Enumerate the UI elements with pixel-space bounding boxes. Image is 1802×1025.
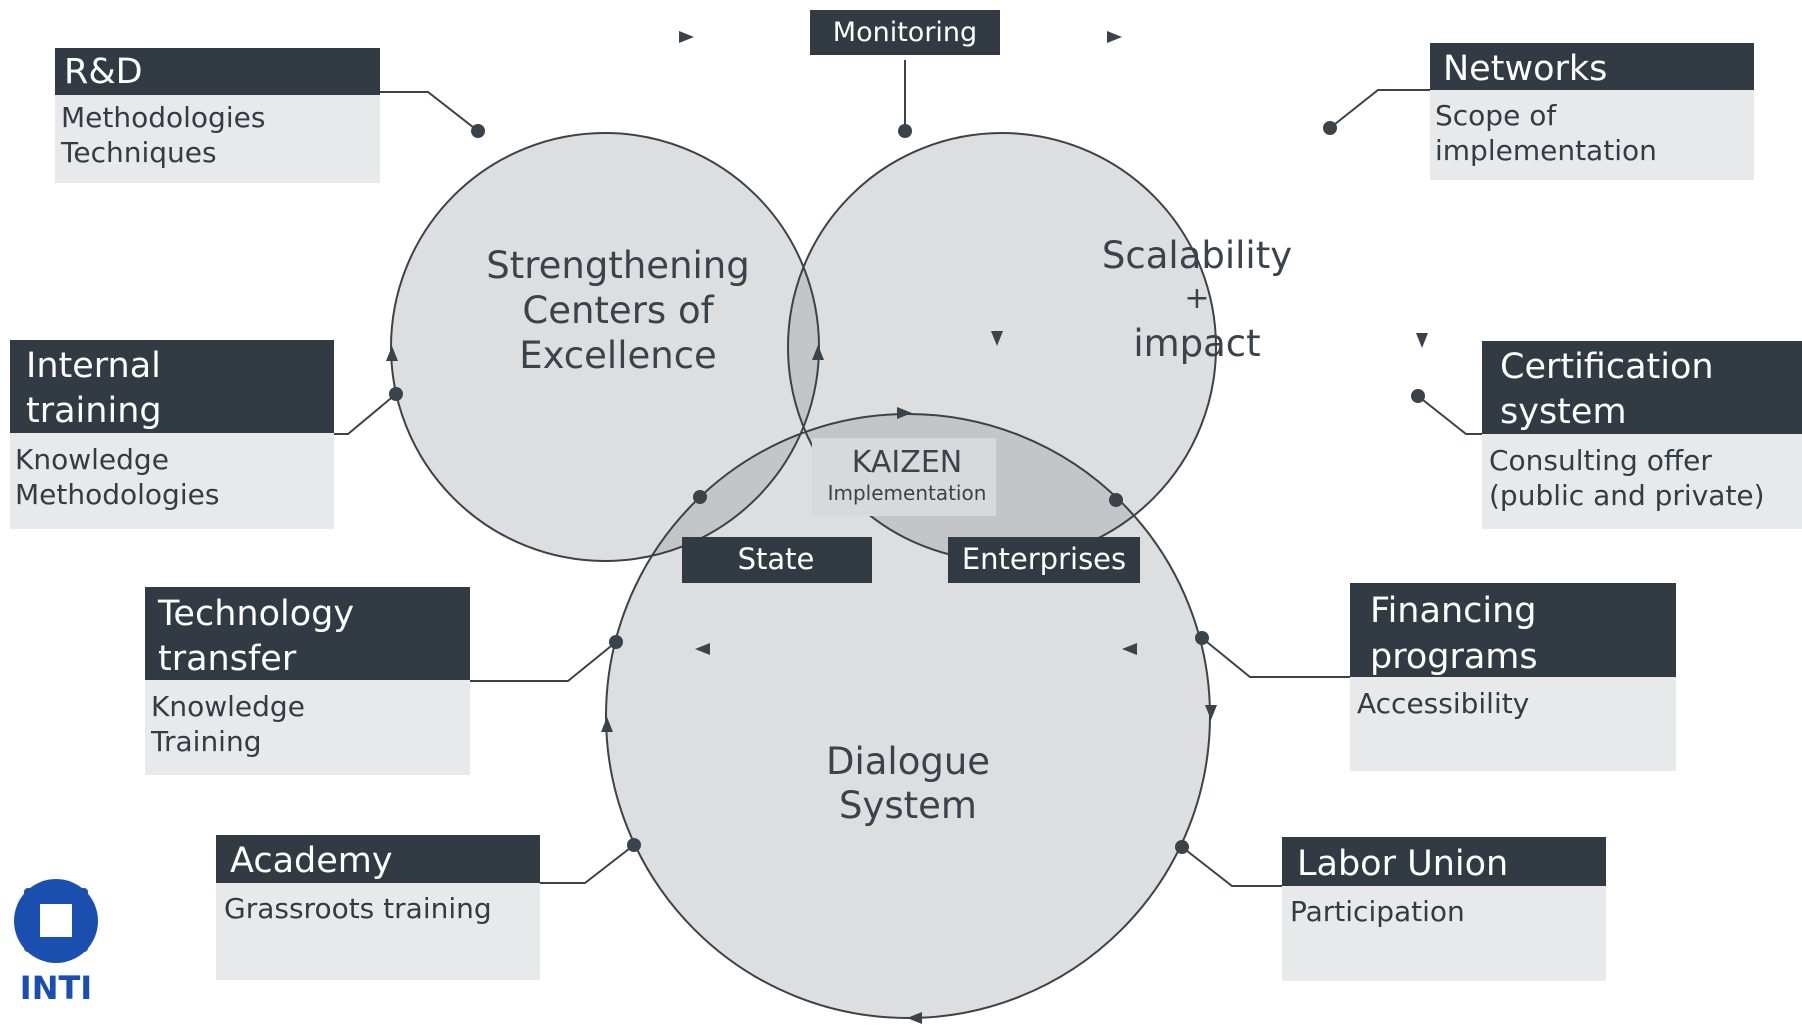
box-certification-system: Certification system Consulting offer (p… <box>1482 341 1802 529</box>
box-item: Participation <box>1290 895 1465 928</box>
connection-dot <box>609 635 623 649</box>
arrow-icon <box>601 717 613 732</box>
box-technology-transfer: Technology transfer Knowledge Training <box>145 587 470 775</box>
box-title: Academy <box>230 841 393 881</box>
box-internal-training: Internal training Knowledge Methodologie… <box>10 340 334 529</box>
box-item: Knowledge <box>151 690 305 723</box>
box-title: system <box>1500 392 1627 432</box>
arrow-icon <box>907 1012 922 1024</box>
box-title: training <box>26 391 162 431</box>
connection-dot <box>389 387 403 401</box>
arrow-icon <box>812 345 824 360</box>
connection-dot <box>1195 631 1209 645</box>
inti-logo: INTI <box>14 879 98 1007</box>
box-title: R&D <box>64 52 143 92</box>
connection-dot <box>1323 121 1337 135</box>
state-label: State <box>682 537 872 583</box>
kaizen-center: KAIZEN Implementation <box>812 438 996 516</box>
box-labor-union: Labor Union Participation <box>1282 837 1606 981</box>
circle-centers-of-excellence <box>391 133 819 561</box>
arrow-icon <box>386 346 398 361</box>
coe-line-3: Excellence <box>519 334 717 377</box>
box-item: Methodologies <box>61 101 265 134</box>
box-item: (public and private) <box>1489 479 1765 512</box>
box-item: Methodologies <box>15 478 219 511</box>
box-title: transfer <box>158 639 297 679</box>
scale-line-2: + <box>1184 281 1209 316</box>
box-item: Accessibility <box>1357 687 1529 720</box>
arrow-heads <box>386 31 1428 1024</box>
connection-dots <box>389 121 1425 854</box>
dialogue-line-1: Dialogue <box>826 740 990 783</box>
svg-text:Monitoring: Monitoring <box>833 17 977 48</box>
arrow-icon <box>1122 643 1137 655</box>
connection-dot <box>627 838 641 852</box>
box-item: Techniques <box>60 136 217 169</box>
box-item: implementation <box>1435 134 1657 167</box>
box-item: Training <box>150 725 261 758</box>
arrow-icon <box>1205 705 1217 720</box>
box-title: Labor Union <box>1297 844 1508 884</box>
scale-line-3: impact <box>1133 322 1260 365</box>
arrow-icon <box>1416 333 1428 348</box>
svg-text:State: State <box>738 542 815 576</box>
dialogue-line-2: System <box>839 784 977 827</box>
arrow-icon <box>1107 31 1122 43</box>
arrow-icon <box>897 407 912 419</box>
box-title: programs <box>1370 637 1538 677</box>
box-item: Consulting offer <box>1489 444 1712 477</box>
logo-text: INTI <box>20 969 92 1007</box>
box-title: Internal <box>26 346 161 386</box>
box-financing-programs: Financing programs Accessibility <box>1350 583 1676 771</box>
arrow-icon <box>679 31 694 43</box>
box-title: Financing <box>1370 591 1537 631</box>
connection-dot <box>1175 840 1189 854</box>
arrow-icon <box>991 331 1003 346</box>
svg-text:Enterprises: Enterprises <box>962 542 1126 576</box>
kaizen-title: KAIZEN <box>852 445 962 480</box>
connection-dot <box>898 124 912 138</box>
arrow-icon <box>695 643 710 655</box>
box-item: Knowledge <box>15 443 169 476</box>
box-rd: R&D Methodologies Techniques <box>55 48 380 183</box>
enterprises-label: Enterprises <box>948 537 1140 583</box>
scale-line-1: Scalability <box>1102 234 1292 277</box>
box-networks: Networks Scope of implementation <box>1430 43 1754 180</box>
connection-dot <box>693 490 707 504</box>
kaizen-subtitle: Implementation <box>828 481 987 505</box>
coe-line-1: Strengthening <box>486 244 749 287</box>
box-title: Networks <box>1443 49 1607 89</box>
connection-dot <box>471 124 485 138</box>
coe-line-2: Centers of <box>522 289 714 332</box>
box-title: Certification <box>1500 347 1714 387</box>
box-item: Grassroots training <box>224 892 492 925</box>
connection-dot <box>1411 389 1425 403</box>
box-title: Technology <box>157 594 354 634</box>
box-item: Scope of <box>1435 99 1557 132</box>
monitoring-label: Monitoring <box>810 10 1000 55</box>
connection-dot <box>1109 493 1123 507</box>
box-academy: Academy Grassroots training <box>216 835 540 980</box>
